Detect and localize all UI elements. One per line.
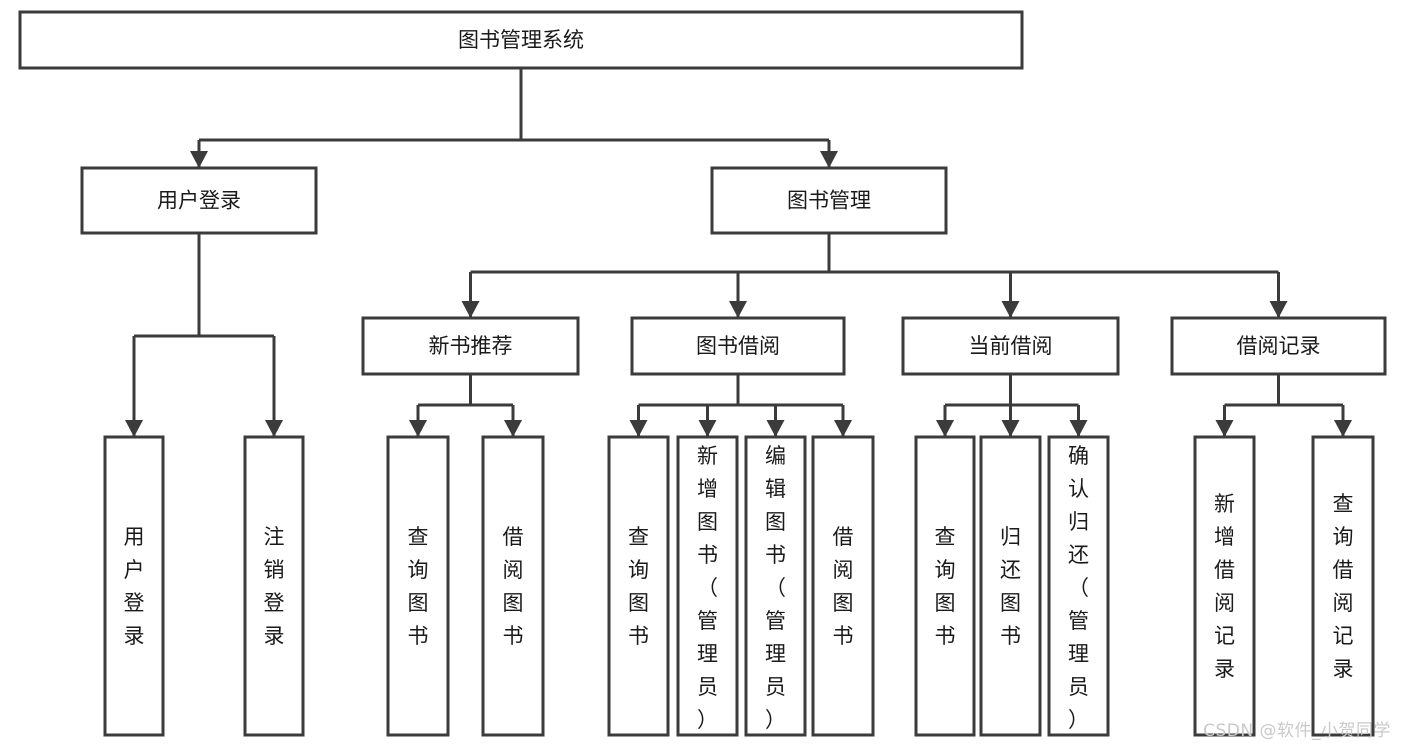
node-box-current-borrow[interactable] <box>901 316 1120 376</box>
connector-currentborrow-to-leaves <box>936 374 1088 437</box>
connector-root-to-row2 <box>190 68 838 168</box>
node-label-leaf-cb-confirm: 确认归还（管理员） <box>1068 444 1089 732</box>
node-label-leaf-bb-add: 新增图书（管理员） <box>697 444 718 732</box>
node-label-leaf-bb-edit: 编辑图书（管理员） <box>765 444 786 732</box>
connector-bookmanage-to-row3 <box>461 233 1288 318</box>
node-label-leaf-rec-query: 查询图书 <box>408 525 429 648</box>
node-borrow-record[interactable]: 借阅记录 <box>1170 316 1387 376</box>
node-label-leaf-cb-return: 归还图书 <box>1000 525 1021 648</box>
node-label-root: 图书管理系统 <box>458 28 584 52</box>
node-label-current-borrow: 当前借阅 <box>969 334 1053 358</box>
node-current-borrow[interactable]: 当前借阅 <box>901 316 1120 376</box>
node-box-user-login[interactable] <box>80 166 318 235</box>
node-label-leaf-br-query: 查询借阅记录 <box>1333 492 1354 681</box>
node-new-book-rec[interactable]: 新书推荐 <box>361 316 580 376</box>
node-label-borrow-record: 借阅记录 <box>1237 334 1321 358</box>
node-layer: 图书管理系统用户登录图书管理新书推荐图书借阅当前借阅借阅记录用户登录注销登录查询… <box>18 10 1387 737</box>
connector-newbookrec-to-leaves <box>409 374 522 437</box>
node-box-leaf-logout[interactable] <box>243 435 305 737</box>
node-label-leaf-cb-query: 查询图书 <box>935 525 956 648</box>
node-label-new-book-rec: 新书推荐 <box>429 334 513 358</box>
node-box-leaf-bb-query[interactable] <box>607 435 670 737</box>
node-leaf-cb-query[interactable]: 查询图书 <box>914 435 976 737</box>
node-box-leaf-user-login[interactable] <box>103 435 165 737</box>
node-box-root[interactable] <box>18 10 1024 70</box>
node-leaf-br-add[interactable]: 新增借阅记录 <box>1193 435 1256 737</box>
node-leaf-br-query[interactable]: 查询借阅记录 <box>1311 435 1375 737</box>
node-leaf-bb-add[interactable]: 新增图书（管理员） <box>676 435 739 737</box>
node-label-book-borrow: 图书借阅 <box>696 334 780 358</box>
node-label-book-manage: 图书管理 <box>787 189 871 213</box>
node-box-leaf-bb-borrow[interactable] <box>811 435 875 737</box>
node-leaf-rec-query[interactable]: 查询图书 <box>386 435 450 737</box>
node-box-book-manage[interactable] <box>710 166 948 235</box>
node-book-borrow[interactable]: 图书借阅 <box>630 316 846 376</box>
node-leaf-cb-confirm[interactable]: 确认归还（管理员） <box>1047 435 1110 737</box>
node-leaf-bb-query[interactable]: 查询图书 <box>607 435 670 737</box>
node-box-leaf-bb-add[interactable] <box>676 435 739 737</box>
node-leaf-logout[interactable]: 注销登录 <box>243 435 305 737</box>
node-box-leaf-bb-edit[interactable] <box>744 435 807 737</box>
connector-userlogin-to-leaves <box>125 233 283 437</box>
node-label-leaf-rec-borrow: 借阅图书 <box>503 525 524 648</box>
connector-borrowrecord-to-leaves <box>1215 374 1352 437</box>
csdn-watermark: CSDN @软件_小贺同学 <box>1203 721 1391 741</box>
node-box-leaf-cb-confirm[interactable] <box>1047 435 1110 737</box>
node-root[interactable]: 图书管理系统 <box>18 10 1024 70</box>
node-leaf-cb-return[interactable]: 归还图书 <box>979 435 1042 737</box>
node-box-leaf-rec-query[interactable] <box>386 435 450 737</box>
node-box-new-book-rec[interactable] <box>361 316 580 376</box>
node-leaf-bb-edit[interactable]: 编辑图书（管理员） <box>744 435 807 737</box>
node-leaf-user-login[interactable]: 用户登录 <box>103 435 165 737</box>
node-box-leaf-rec-borrow[interactable] <box>481 435 545 737</box>
node-user-login[interactable]: 用户登录 <box>80 166 318 235</box>
node-box-borrow-record[interactable] <box>1170 316 1387 376</box>
node-box-leaf-br-add[interactable] <box>1193 435 1256 737</box>
node-label-leaf-logout: 注销登录 <box>264 525 285 648</box>
connector-bookborrow-to-leaves <box>629 374 852 437</box>
node-label-user-login: 用户登录 <box>157 189 241 213</box>
node-label-leaf-br-add: 新增借阅记录 <box>1214 492 1235 681</box>
node-leaf-bb-borrow[interactable]: 借阅图书 <box>811 435 875 737</box>
node-label-leaf-bb-borrow: 借阅图书 <box>833 525 854 648</box>
connector-layer <box>125 68 1352 437</box>
node-box-leaf-cb-query[interactable] <box>914 435 976 737</box>
node-book-manage[interactable]: 图书管理 <box>710 166 948 235</box>
node-leaf-rec-borrow[interactable]: 借阅图书 <box>481 435 545 737</box>
node-box-book-borrow[interactable] <box>630 316 846 376</box>
node-box-leaf-cb-return[interactable] <box>979 435 1042 737</box>
node-box-leaf-br-query[interactable] <box>1311 435 1375 737</box>
node-label-leaf-user-login: 用户登录 <box>124 525 145 648</box>
node-label-leaf-bb-query: 查询图书 <box>628 525 649 648</box>
